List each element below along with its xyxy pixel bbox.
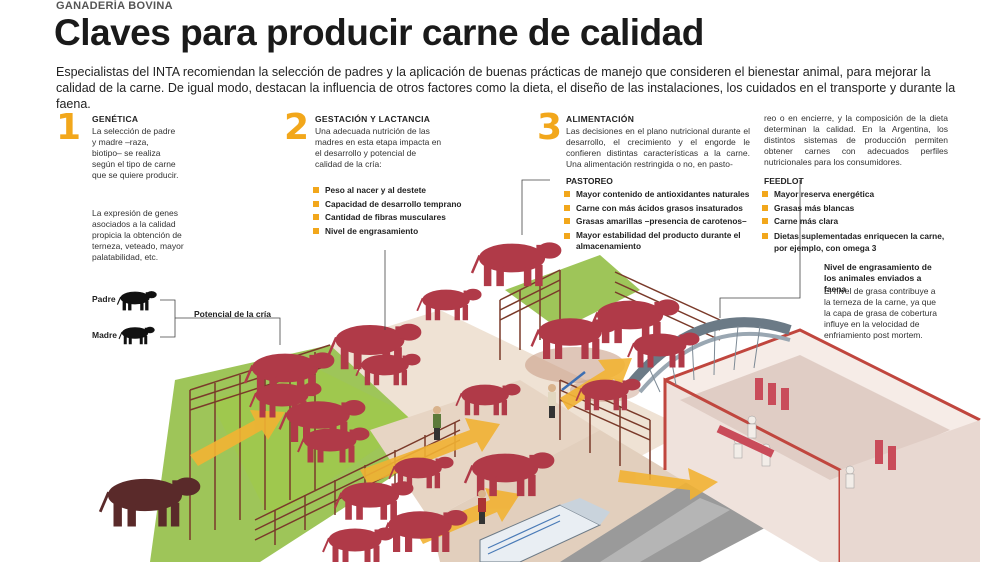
list-item: Capacidad de desarrollo temprano	[313, 198, 473, 212]
list-item: Cantidad de fibras musculares	[313, 211, 473, 225]
farm-workers	[433, 371, 586, 524]
page-title: Claves para producir carne de calidad	[54, 12, 704, 53]
mother-cow-icon	[118, 326, 155, 345]
list-item: Nivel de engrasamiento	[313, 225, 473, 239]
list-item: Peso al nacer y al destete	[313, 184, 473, 198]
step-text-alimentacion-cont: reo o en encierre, y la composición de l…	[764, 113, 948, 167]
intro-paragraph: Especialistas del INTA recomiendan la se…	[56, 65, 956, 111]
step-heading-genetica: GENÉTICA	[92, 114, 139, 124]
section-tag: GANADERÍA BOVINA	[56, 0, 173, 12]
truck	[479, 498, 610, 562]
list-item: Dietas suplementadas enriquecen la carne…	[762, 230, 952, 254]
step-number-1: 1	[56, 107, 82, 148]
list-item: Mayor contenido de antioxidantes natural…	[564, 188, 754, 202]
list-item: Mayor estabilidad del producto durante e…	[564, 230, 754, 252]
pastoreo-bullet-list: Mayor contenido de antioxidantes natural…	[564, 188, 754, 252]
step-heading-alimentacion: ALIMENTACIÓN	[566, 114, 635, 124]
step-heading-gestacion: GESTACIÓN Y LACTANCIA	[315, 114, 431, 124]
list-item: Grasas amarillas –presencia de carotenos…	[564, 215, 754, 229]
step-number-3: 3	[537, 107, 563, 148]
father-bull-icon	[116, 290, 157, 311]
slaughterhouse-building	[626, 317, 981, 562]
step-number-2: 2	[284, 107, 310, 148]
pasture-field-right	[505, 255, 640, 330]
leader-lines	[160, 179, 801, 345]
feedlot-title: FEEDLOT	[764, 176, 804, 186]
potencial-label: Potencial de la cría	[194, 309, 272, 319]
list-item: Grasas más blancas	[762, 202, 952, 216]
faena-title: Nivel de engrasamiento de los animales e…	[824, 262, 932, 294]
list-item: Carne más clara	[762, 215, 952, 229]
feedlot-bullet-list: Mayor reserva energética Grasas más blan…	[762, 188, 952, 254]
list-item: Carne con más ácidos grasos insaturados	[564, 202, 754, 216]
padre-label: Padre	[92, 294, 116, 304]
faena-text: El nivel de grasa contribuye a la ternez…	[824, 286, 937, 340]
step-text-gestacion: Una adecuada nutrición de las madres en …	[315, 126, 442, 169]
pastoreo-title: PASTOREO	[566, 176, 613, 186]
list-item: Mayor reserva energética	[762, 188, 952, 202]
step-text-alimentacion: Las decisiones en el plano nutricional d…	[566, 126, 750, 169]
gestacion-bullet-list: Peso al nacer y al destete Capacidad de …	[313, 184, 473, 238]
madre-label: Madre	[92, 330, 118, 340]
step-text-genetica: La selección de padre y madre –raza, bio…	[92, 126, 179, 180]
step-text-genetica-genes: La expresión de genes asociados a la cal…	[92, 208, 184, 262]
